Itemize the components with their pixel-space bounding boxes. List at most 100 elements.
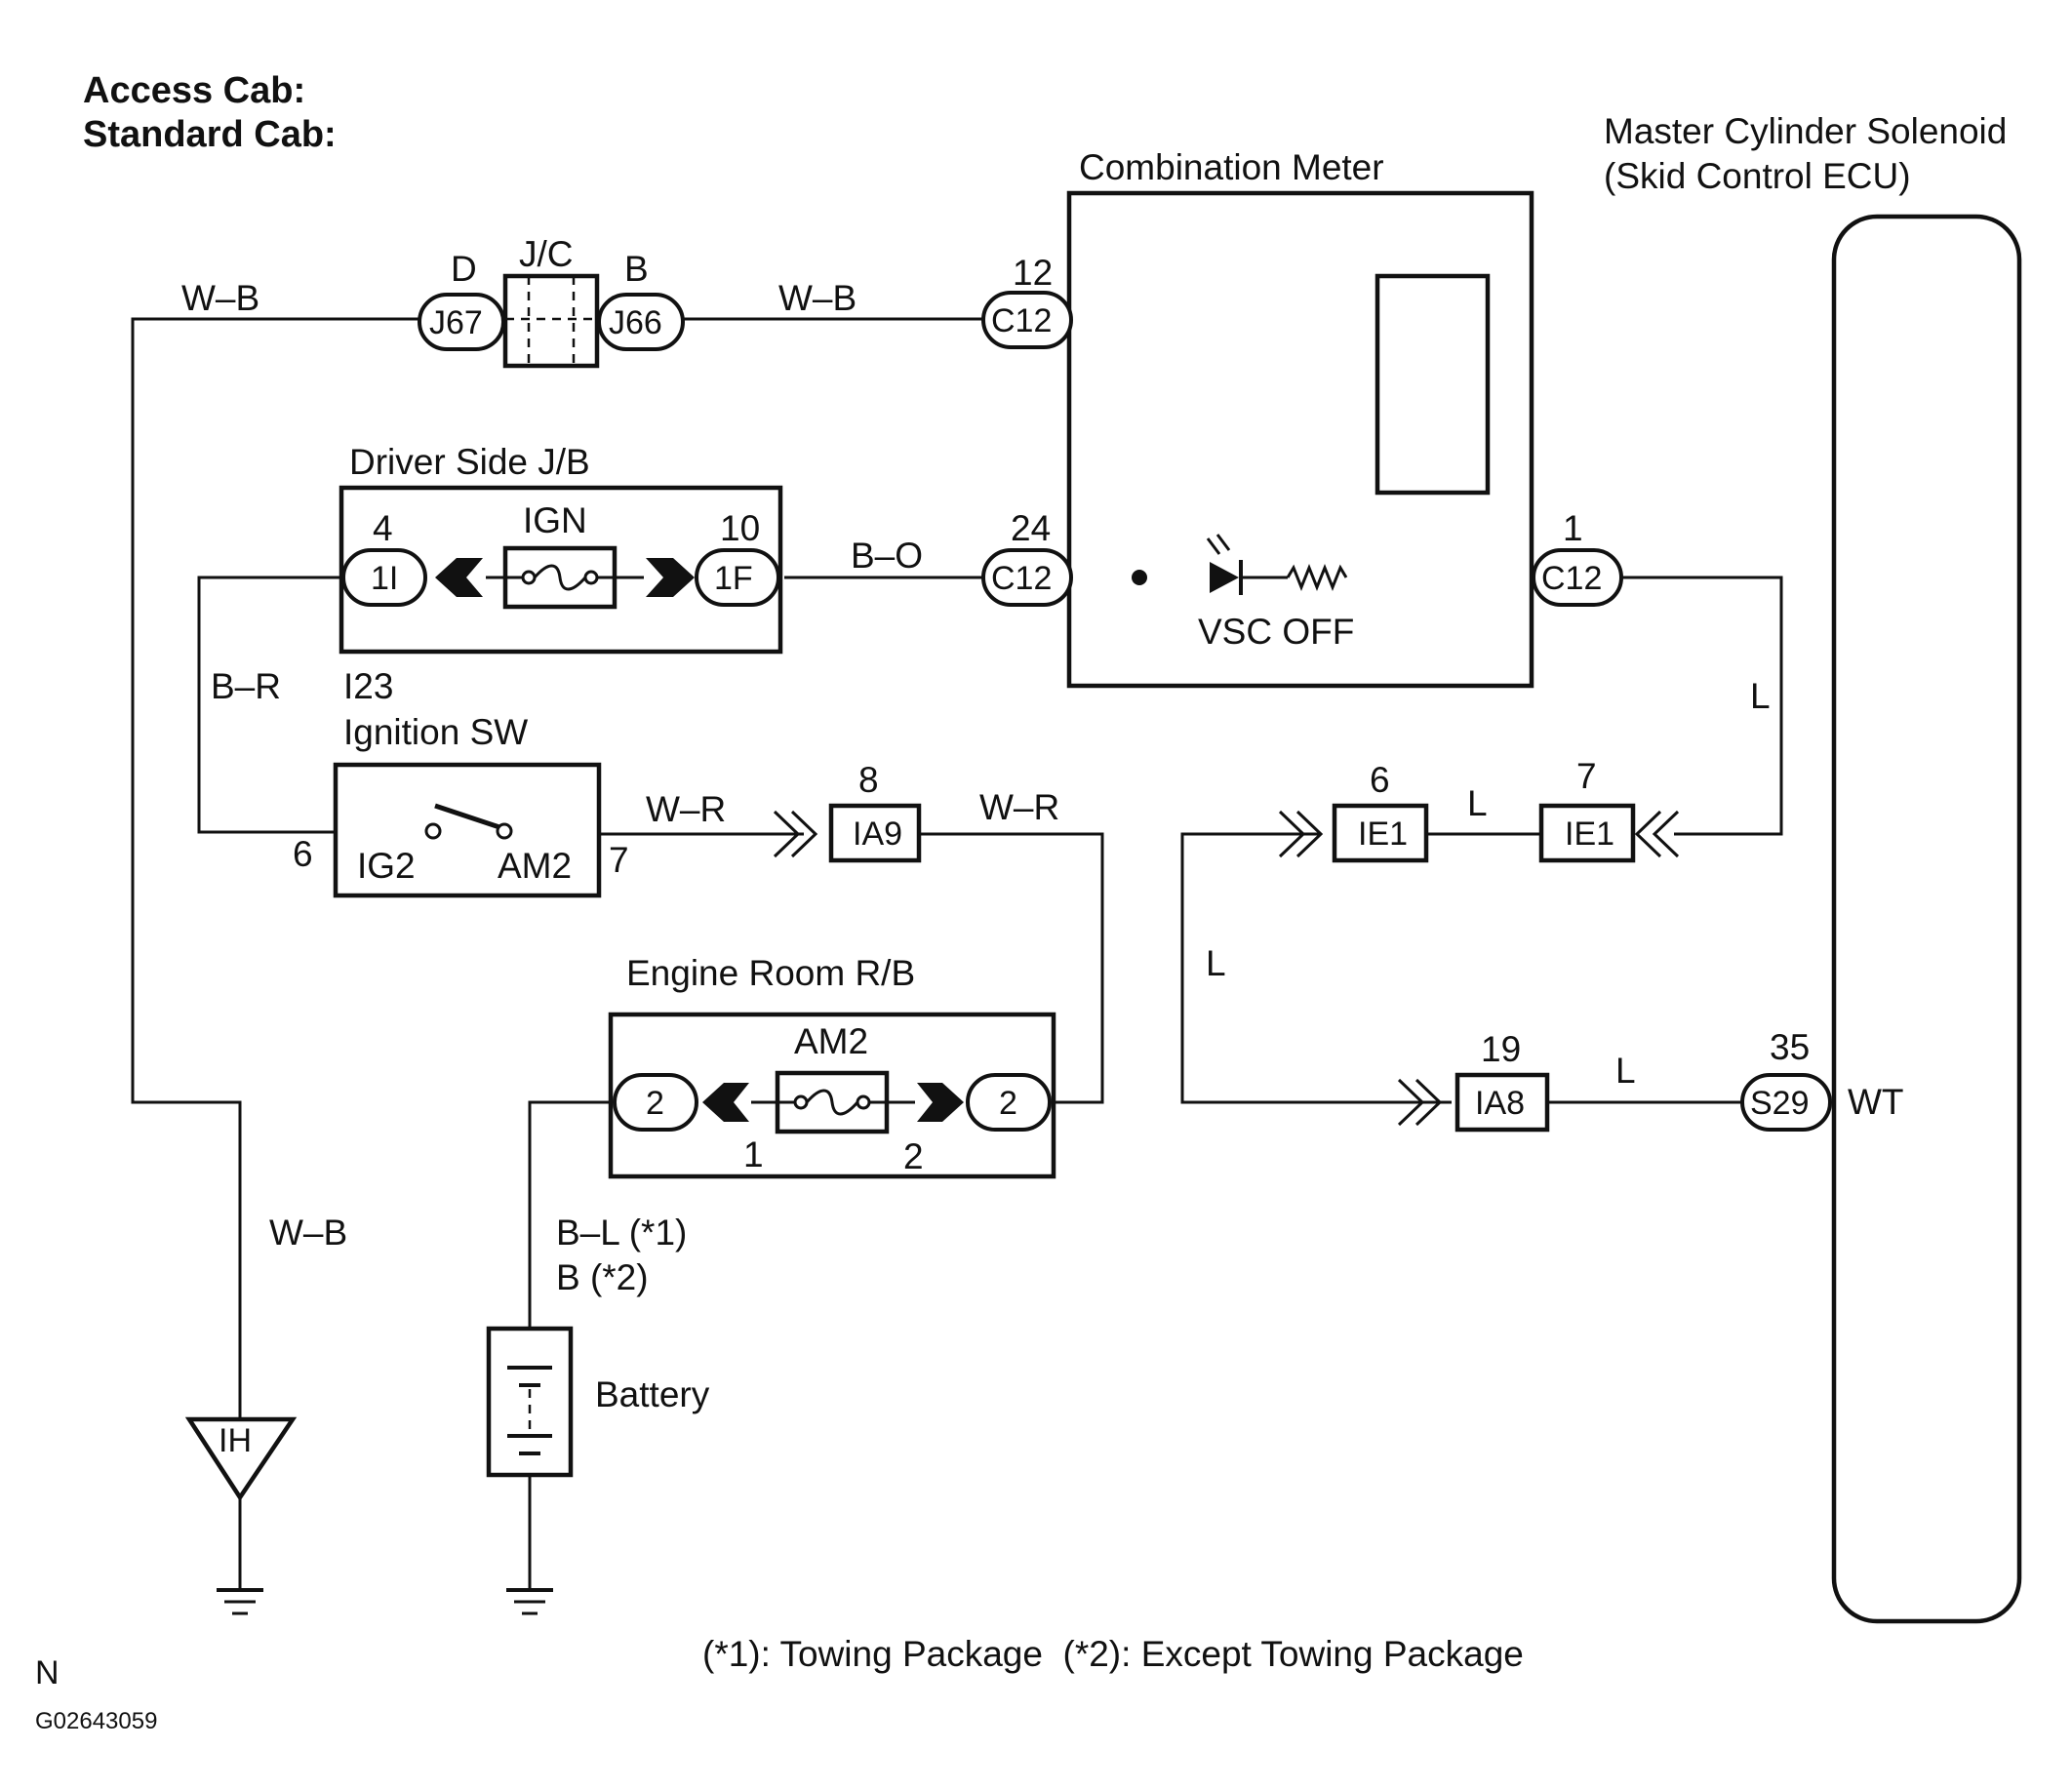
connector-c12-right [1532, 548, 1623, 607]
double-chevron-icon-ie1l-b [1295, 810, 1324, 858]
connector-j67-label: J67 [429, 304, 483, 341]
jc-label: J/C [519, 234, 574, 274]
corner-letter: N [35, 1654, 60, 1691]
pin-jc-d: D [451, 249, 477, 289]
led-light-ray-1 [1206, 537, 1221, 555]
wire-wb-ground [131, 317, 427, 1424]
connector-jb-1f [695, 548, 780, 607]
ground-triangle-icon [184, 1416, 298, 1502]
footnote: (*1): Towing Package (*2): Except Towing… [702, 1634, 1524, 1674]
master-cylinder-ecu-box [1831, 214, 2022, 1624]
connector-ia8-label: IA8 [1475, 1085, 1525, 1122]
double-chevron-icon-ia9-b [790, 810, 818, 858]
master-cylinder-title-2: (Skid Control ECU) [1604, 156, 1911, 196]
pin-ia9: 8 [858, 760, 879, 800]
ignition-switch-box [333, 762, 602, 898]
connector-c12-mid-label: C12 [991, 560, 1052, 597]
wire-label-l-ie1: L [1467, 783, 1488, 823]
double-chevron-icon-ia9-a [773, 810, 801, 858]
combination-meter-title: Combination Meter [1079, 147, 1384, 187]
connector-ie1-right [1538, 803, 1636, 863]
resistor-icon [1286, 563, 1348, 592]
connector-ia9 [828, 803, 922, 863]
wire-l-right [1619, 576, 1783, 836]
pin-jb-1f: 10 [720, 508, 760, 548]
ign-fuse-label: IGN [523, 500, 587, 540]
am2-fuse-label: AM2 [794, 1021, 868, 1061]
battery-box [486, 1326, 574, 1478]
pin-c12-mid: 24 [1011, 508, 1051, 548]
wire-label-l-ia8: L [1615, 1051, 1636, 1091]
solid-chevron-icon-rb-right [917, 1083, 964, 1122]
pin-fuse-am2-left: 1 [743, 1134, 764, 1174]
pin-jc-b: B [624, 249, 649, 289]
battery-label: Battery [595, 1374, 710, 1414]
cab-line2: Standard Cab: [83, 114, 337, 155]
pin-sw-right: 7 [609, 840, 629, 880]
junction-connector [502, 273, 600, 369]
wire-label-l-left: L [1206, 943, 1226, 983]
double-chevron-icon-ia8-b [1415, 1078, 1443, 1127]
pin-ie1-left: 6 [1370, 760, 1390, 800]
fuse-terminals [435, 558, 964, 1122]
connector-s29-label: S29 [1750, 1085, 1810, 1122]
double-chevron-icon-ie1r-b [1652, 810, 1680, 858]
ecu-terminal-wt: WT [1848, 1082, 1904, 1122]
pin-ia8: 19 [1481, 1029, 1521, 1069]
vsc-off-label: VSC OFF [1198, 612, 1354, 652]
chevron-symbols [773, 810, 1680, 1127]
ground-symbols [217, 1588, 553, 1615]
connector-jb-1f-label: 1F [714, 560, 753, 597]
connector-c12-mid [981, 548, 1073, 607]
fuse-icon [533, 564, 587, 591]
fuse-ign [486, 545, 644, 610]
connector-s29 [1740, 1073, 1832, 1132]
am2-terminal-label: AM2 [498, 846, 572, 886]
connector-ie1-left-label: IE1 [1358, 815, 1408, 853]
wire-label-wb-left: W–B [181, 278, 259, 318]
pin-s29: 35 [1770, 1027, 1810, 1067]
solid-chevron-icon-jb-right [646, 558, 695, 597]
battery-symbol [507, 1366, 552, 1455]
connector-rb-left-label: 2 [646, 1085, 664, 1122]
pin-c12-top: 12 [1013, 253, 1053, 293]
ignition-sw-code: I23 [343, 666, 393, 706]
double-chevron-icon-ia8-a [1397, 1078, 1425, 1127]
ig2-terminal-label: IG2 [357, 846, 416, 886]
cab-line1: Access Cab: [83, 70, 305, 111]
connector-rb-right-label: 2 [999, 1085, 1017, 1122]
connector-rb-left [613, 1073, 698, 1132]
engine-room-rb-title: Engine Room R/B [626, 953, 915, 993]
ground-ih [184, 1416, 298, 1502]
fuse-icon-am2 [805, 1089, 859, 1116]
connector-ie1-left [1332, 803, 1429, 863]
connector-c12-top-label: C12 [991, 302, 1052, 339]
solid-chevron-icon-rb-left [702, 1083, 749, 1122]
inline-connectors [828, 803, 1636, 1133]
ignition-sw-title: Ignition SW [343, 712, 528, 752]
wire-br [197, 576, 345, 834]
double-chevron-icon-ie1r-a [1634, 810, 1662, 858]
led-icon [1210, 562, 1239, 593]
wire-label-battery-2: B (*2) [556, 1257, 649, 1297]
junction-dot [1132, 570, 1147, 585]
connector-j67 [418, 293, 505, 351]
driver-side-jb-title: Driver Side J/B [349, 442, 590, 482]
pin-fuse-am2-right: 2 [903, 1136, 924, 1176]
vsc-off-indicator [1132, 534, 1348, 595]
wire-wr-right [919, 832, 1104, 1104]
pill-connectors [341, 291, 1832, 1132]
switch-contact-left [424, 822, 442, 840]
wire-label-br: B–R [211, 666, 281, 706]
connector-ia8 [1454, 1072, 1550, 1133]
master-cylinder-title-1: Master Cylinder Solenoid [1604, 111, 2007, 151]
wire-label-wb-mid: W–B [778, 278, 857, 318]
solid-chevron-icon-jb-left [435, 558, 483, 597]
pin-ie1-right: 7 [1576, 756, 1597, 796]
switch-blade-icon [434, 803, 500, 830]
wire-battery [528, 1100, 615, 1329]
connector-j66 [597, 293, 685, 351]
connector-ie1-right-label: IE1 [1565, 815, 1614, 853]
connector-j66-label: J66 [609, 304, 662, 341]
